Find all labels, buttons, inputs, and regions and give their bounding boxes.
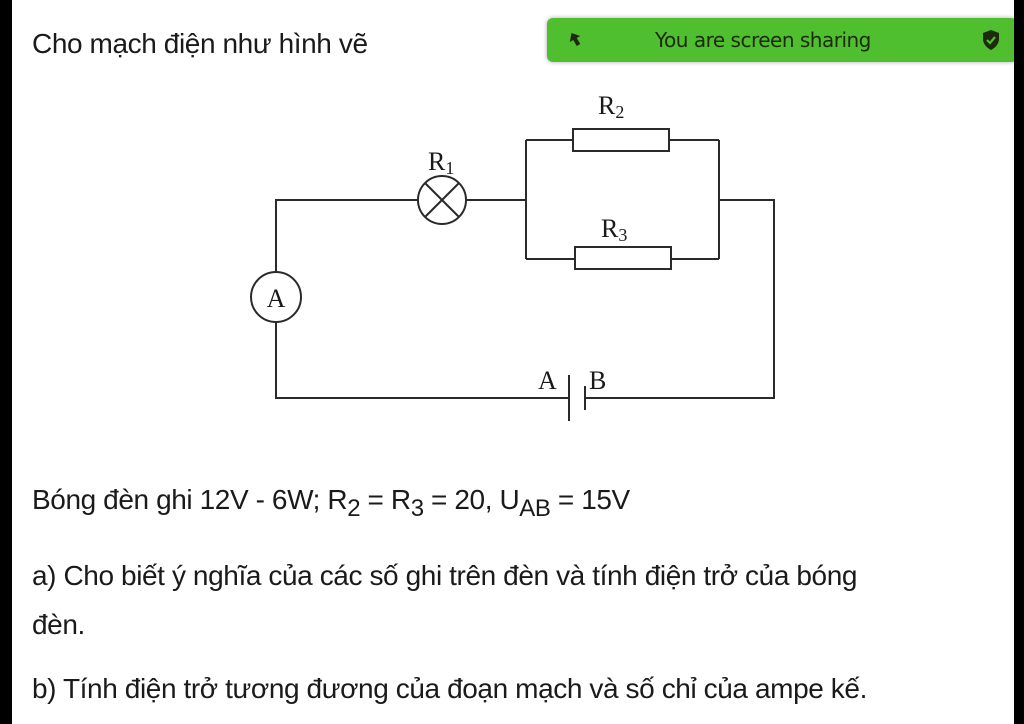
wire-top-left — [275, 199, 417, 272]
screen-sharing-banner[interactable]: You are screen sharing — [547, 18, 1014, 62]
lamp-r1 — [417, 175, 467, 225]
battery-source — [568, 375, 586, 421]
label-r1: R1 — [428, 147, 454, 178]
resistor-r2 — [572, 128, 670, 152]
given-eq1: = R — [360, 484, 412, 515]
part-a-question: a) Cho biết ý nghĩa của các số ghi trên … — [32, 560, 858, 591]
content-frame: Cho mạch điện như hình vẽ You are screen… — [12, 0, 1014, 724]
ammeter: A — [250, 271, 302, 323]
part-a-question-continued: đèn. — [32, 609, 85, 640]
question-title: Cho mạch điện như hình vẽ — [32, 28, 368, 59]
given-u-subscript: AB — [519, 495, 551, 522]
wire-right-side — [585, 199, 775, 399]
resistor-r3 — [574, 246, 672, 270]
given-prefix: Bóng đèn ghi 12V - 6W; R — [32, 484, 348, 515]
terminal-b-label: B — [589, 366, 606, 395]
ammeter-label: A — [267, 284, 286, 313]
terminal-a-label: A — [538, 366, 557, 395]
shield-icon[interactable] — [981, 29, 1001, 51]
wire-bottom-left — [275, 322, 569, 399]
given-r3-subscript: 3 — [410, 495, 424, 522]
given-eq3: = 15V — [550, 484, 630, 515]
screen-sharing-label: You are screen sharing — [655, 28, 871, 52]
given-eq2: = 20, U — [423, 484, 520, 515]
label-r2: R2 — [598, 91, 624, 122]
given-data-line: Bóng đèn ghi 12V - 6W; R2 = R3 = 20, UAB… — [32, 484, 630, 521]
part-b-question: b) Tính điện trở tương đương của đoạn mạ… — [32, 673, 867, 704]
label-r3: R3 — [601, 214, 627, 245]
given-r2-subscript: 2 — [347, 495, 361, 522]
circuit-diagram: A R1 R2 R3 A B — [250, 91, 775, 421]
arrow-up-icon[interactable] — [563, 27, 587, 51]
